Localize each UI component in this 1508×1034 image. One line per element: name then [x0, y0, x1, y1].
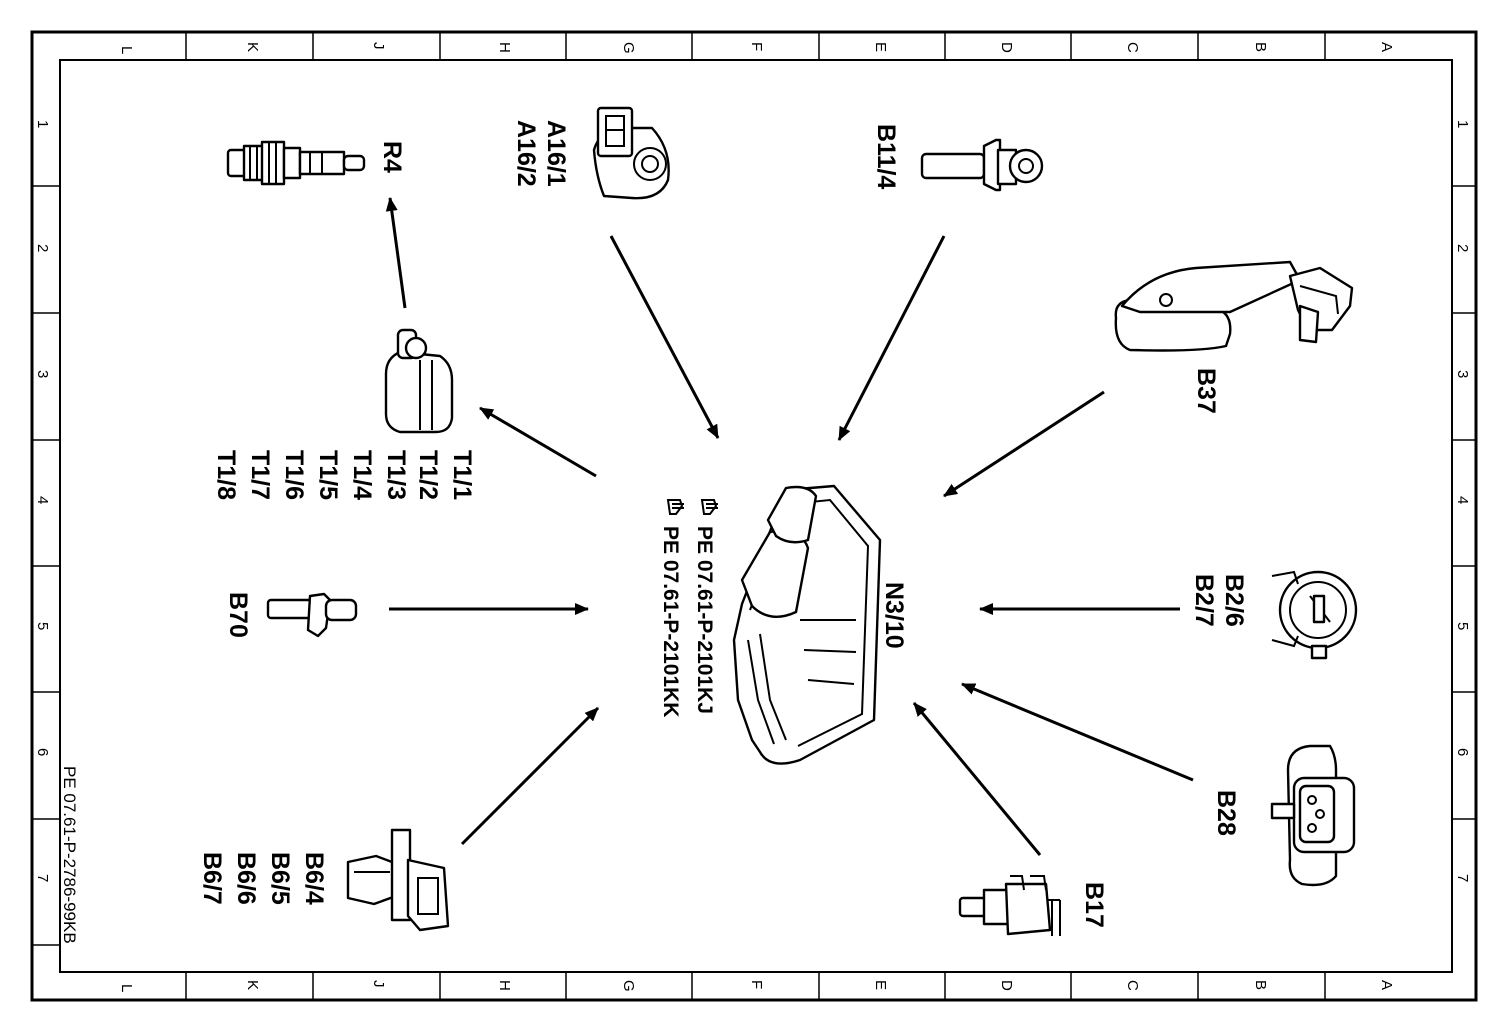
row-2-left: 2: [34, 244, 51, 252]
col-C-bottom: C: [1124, 980, 1141, 991]
b6-label-3: B6/6: [232, 852, 260, 905]
t1-label-7: T1/7: [246, 450, 274, 500]
camshaft-sensor-icon: [346, 828, 450, 932]
col-K-bottom: K: [244, 980, 261, 990]
engine-control-unit-icon: [732, 484, 882, 765]
t1-label-1: T1/1: [448, 450, 476, 500]
grid-numbers-left: 1 2 3 4 5 6 7: [34, 120, 51, 882]
b2-label-2: B2/7: [1190, 574, 1218, 627]
accelerator-pedal-icon: [1114, 260, 1354, 352]
pointing-hand-icon: [666, 499, 684, 515]
connection-arrows: [385, 197, 1194, 856]
row-1-right: 1: [1454, 120, 1471, 128]
b70-label: B70: [224, 592, 252, 638]
t1-label-3: T1/3: [382, 450, 410, 500]
col-F-top: F: [748, 42, 765, 51]
arrow-from-b17: [912, 702, 1042, 856]
arrow-from-a16: [609, 235, 720, 439]
knock-sensor-icon: [592, 106, 670, 200]
row-4-left: 4: [34, 496, 51, 504]
b6-labels: B6/4 B6/5 B6/6 B6/7: [198, 852, 328, 905]
b6-label-4: B6/7: [198, 852, 226, 905]
col-H-bottom: H: [496, 980, 513, 991]
inner-frame: [59, 59, 1453, 973]
col-L-bottom: L: [118, 984, 135, 992]
t1-label-6: T1/6: [280, 450, 308, 500]
col-D-top: D: [998, 42, 1015, 53]
outer-frame: [30, 30, 1478, 1002]
col-L-top: L: [118, 46, 135, 54]
b2-label-1: B2/6: [1220, 574, 1248, 627]
row-5-left: 5: [34, 622, 51, 630]
b11-label: B11/4: [872, 124, 900, 189]
row-7-right: 7: [1454, 874, 1471, 882]
arrow-from-b37: [943, 390, 1105, 498]
grid-numbers-right: 1 2 3 4 5 6 7: [1454, 120, 1471, 882]
col-A-top: A: [1378, 42, 1395, 52]
a16-label-2: A16/2: [512, 120, 540, 187]
grid-letters-bottom: L K J H G F E D C B A: [118, 980, 1395, 992]
pointing-hand-icon: [700, 499, 718, 515]
b28-label: B28: [1212, 790, 1240, 836]
t1-label-8: T1/8: [212, 450, 240, 500]
col-B-top: B: [1252, 42, 1269, 52]
col-J-bottom: J: [370, 980, 387, 988]
grid-letters-top: L K J H G F E D C B A: [118, 42, 1395, 54]
col-B-bottom: B: [1252, 980, 1269, 990]
b17-label: B17: [1080, 882, 1108, 928]
row-3-right: 3: [1454, 370, 1471, 378]
b37-label: B37: [1192, 368, 1220, 414]
col-A-bottom: A: [1378, 980, 1395, 990]
crankshaft-sensor-icon: [266, 592, 358, 638]
t1-label-4: T1/4: [348, 450, 376, 500]
r4-label: R4: [378, 141, 406, 173]
col-E-top: E: [872, 42, 889, 52]
t1-label-2: T1/2: [414, 450, 442, 500]
b6-label-1: B6/4: [300, 852, 328, 905]
t1-labels: T1/1 T1/2 T1/3 T1/4 T1/5 T1/6 T1/7 T1/8: [212, 450, 476, 500]
a16-label-1: A16/1: [542, 120, 570, 187]
reference-links: PE 07.61-P-2101KJ PE 07.61-P-2101KK: [659, 499, 718, 717]
t1-label-5: T1/5: [314, 450, 342, 500]
row-3-left: 3: [34, 370, 51, 378]
col-H-top: H: [496, 42, 513, 53]
row-7-left: 7: [34, 874, 51, 882]
arrow-to-r4: [385, 197, 407, 309]
arrow-from-b6: [460, 706, 600, 846]
col-G-top: G: [620, 42, 637, 54]
col-C-top: C: [1124, 42, 1141, 53]
col-K-top: K: [244, 42, 261, 52]
col-E-bottom: E: [872, 980, 889, 990]
ignition-coil-icon: [384, 328, 454, 434]
row-1-left: 1: [34, 120, 51, 128]
spark-plug-icon: [226, 140, 366, 186]
arrow-to-t1: [479, 406, 597, 478]
n3-10-label: N3/10: [880, 582, 908, 649]
col-G-bottom: G: [620, 980, 637, 992]
ref-link-2[interactable]: PE 07.61-P-2101KK: [659, 526, 682, 717]
row-5-right: 5: [1454, 622, 1471, 630]
row-6-right: 6: [1454, 748, 1471, 756]
col-J-top: J: [370, 42, 387, 50]
grid-ticks: [32, 32, 1476, 1000]
air-temperature-sensor-icon: [958, 875, 1061, 936]
b6-label-2: B6/5: [266, 852, 294, 905]
col-D-bottom: D: [998, 980, 1015, 991]
row-2-right: 2: [1454, 244, 1471, 252]
position-sensor-icon: [1271, 570, 1358, 660]
row-6-left: 6: [34, 748, 51, 756]
col-F-bottom: F: [748, 980, 765, 989]
row-4-right: 4: [1454, 496, 1471, 504]
pressure-sensor-icon: [1270, 744, 1356, 887]
document-id: PE 07.61-P-2786-99KB: [60, 766, 79, 944]
arrow-from-b11: [837, 235, 946, 441]
temperature-sensor-icon: [920, 138, 1044, 192]
ref-link-1[interactable]: PE 07.61-P-2101KJ: [693, 526, 716, 714]
arrow-from-b28: [961, 682, 1194, 782]
